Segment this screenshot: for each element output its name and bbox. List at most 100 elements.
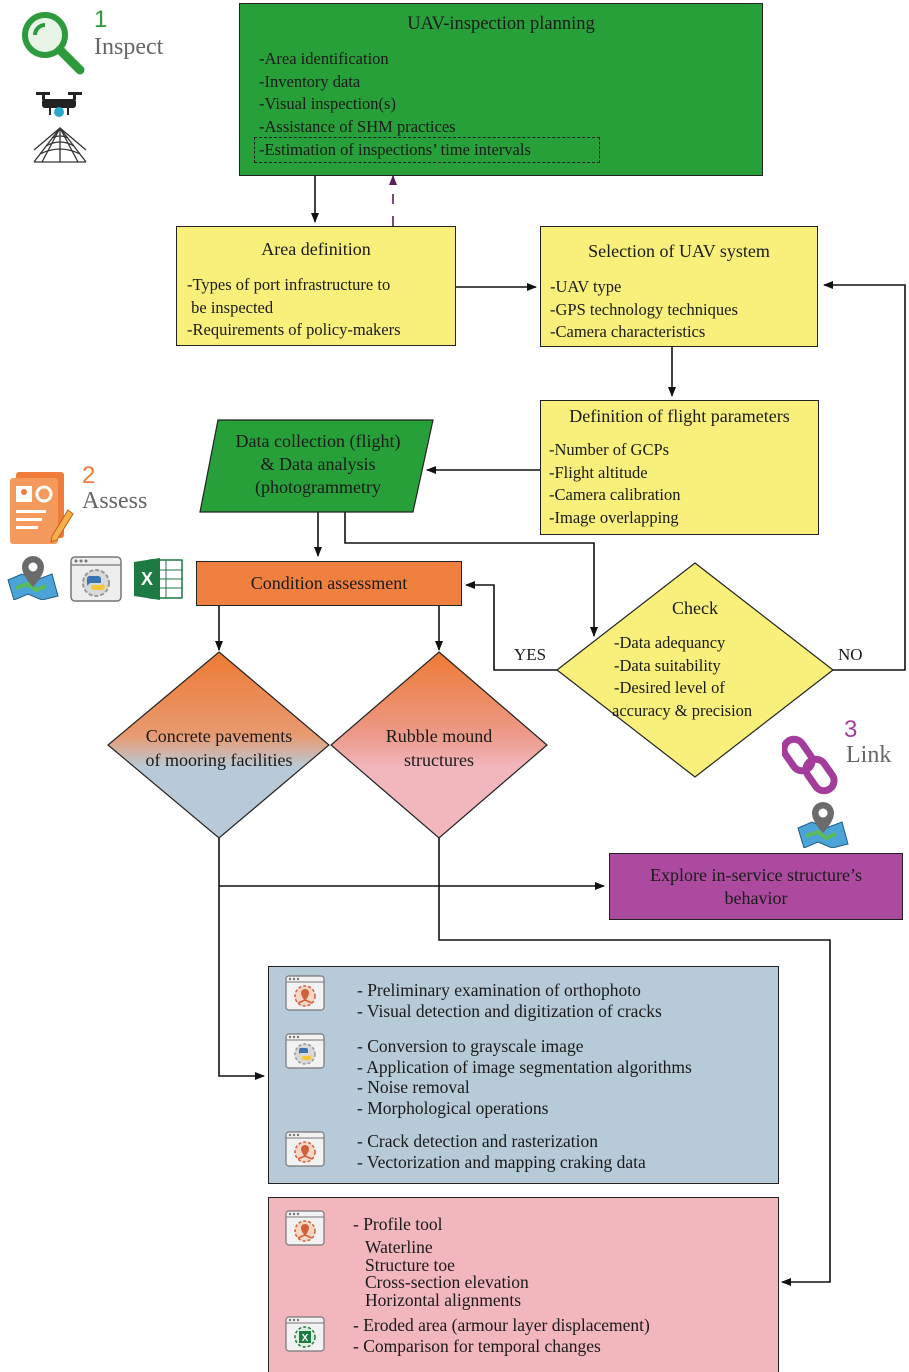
arrow-check-no-to-uav	[823, 281, 906, 671]
blue-item: - Conversion to grayscale image	[357, 1036, 584, 1056]
pink-item: - Comparison for temporal changes	[353, 1335, 601, 1356]
excel-icon: X	[285, 1316, 325, 1352]
blue-group-3: - Crack detection and rasterization - Ve…	[357, 1131, 646, 1172]
arrow-concrete-to-blue-panel	[218, 838, 265, 1080]
concrete-processing-panel: - Preliminary examination of orthophoto …	[268, 966, 779, 1184]
area-items: -Types of port infrastructure to be insp…	[187, 274, 401, 342]
planning-item: -Visual inspection(s)	[259, 94, 396, 113]
profile-subitem: Horizontal alignments	[365, 1289, 522, 1310]
blue-group-2: - Conversion to grayscale image - Applic…	[357, 1036, 692, 1118]
area-item: -Requirements of policy-makers	[187, 320, 401, 339]
profile-tool-title: - Profile tool	[353, 1214, 443, 1234]
area-item: -Types of port infrastructure to	[187, 275, 391, 294]
uav-box: Selection of UAV system -UAV type -GPS t…	[540, 226, 818, 347]
step-assess: 2 Assess X	[6, 460, 196, 610]
area-item: be inspected	[187, 297, 274, 317]
check-items: -Data adequancy -Data suitability -Desir…	[612, 632, 753, 722]
profile-subitem: Cross-section elevation	[365, 1272, 529, 1292]
uav-item: -Camera characteristics	[550, 322, 706, 341]
flight-item: -Camera calibration	[549, 485, 681, 504]
collection-line: (photogrammetry	[255, 477, 381, 497]
map-pin-icon	[7, 556, 59, 600]
check-item: -Data adequancy	[614, 633, 726, 652]
blue-item: - Morphological operations	[357, 1097, 549, 1118]
blue-item: - Crack detection and rasterization	[357, 1131, 599, 1151]
profile-subitems: Waterline Structure toe Cross-section el…	[365, 1237, 529, 1310]
uav-items: -UAV type -GPS technology techniques -Ca…	[550, 276, 738, 344]
rubble-line: structures	[404, 750, 474, 770]
step-label-link: Link	[846, 742, 892, 768]
svg-text:X: X	[141, 569, 153, 589]
step-number-3: 3	[844, 716, 858, 743]
planning-item: -Assistance of SHM practices	[259, 116, 456, 136]
blue-group-1: - Preliminary examination of orthophoto …	[357, 980, 662, 1021]
step-label-inspect: Inspect	[94, 34, 164, 60]
check-item: accuracy & precision	[612, 700, 753, 720]
check-item: -Data suitability	[614, 655, 721, 675]
python-script-icon	[285, 1033, 325, 1069]
gis-tool-icon	[285, 1210, 325, 1246]
condition-title: Condition assessment	[250, 573, 408, 593]
rubble-diamond	[330, 651, 548, 839]
blue-item: - Vectorization and mapping craking data	[357, 1151, 646, 1172]
rubble-processing-panel: - Profile tool Waterline Structure toe C…	[268, 1197, 779, 1372]
uav-title: Selection of UAV system	[588, 241, 770, 261]
planning-item: -Area identification	[259, 49, 389, 68]
explore-line: behavior	[724, 888, 788, 908]
flight-item: -Image overlapping	[549, 507, 679, 527]
step-label-assess: Assess	[82, 488, 148, 514]
gis-tool-icon	[285, 1131, 325, 1167]
area-title: Area definition	[261, 239, 371, 259]
planning-title: UAV-inspection planning	[407, 14, 595, 34]
report-icon	[10, 472, 74, 544]
step-inspect: 1 Inspect	[18, 4, 188, 164]
pink-item: - Eroded area (armour layer displacement…	[353, 1315, 650, 1335]
gis-tool-icon	[285, 975, 325, 1011]
planning-box: UAV-inspection planning -Area identifica…	[239, 3, 763, 176]
planning-items: -Area identification -Inventory data -Vi…	[259, 48, 456, 138]
collection-text: Data collection (flight) & Data analysis…	[212, 430, 424, 499]
step-number-2: 2	[82, 462, 96, 489]
area-box: Area definition -Types of port infrastru…	[176, 226, 456, 346]
explore-line: Explore in-service structure’s	[650, 865, 862, 885]
blue-item: - Visual detection and digitization of c…	[357, 1000, 662, 1021]
step-link: 3 Link	[776, 716, 906, 850]
flight-box: Definition of flight parameters -Number …	[540, 400, 819, 535]
check-no-label: NO	[838, 645, 863, 664]
arrow-rubble-to-pink-panel	[438, 838, 831, 1286]
flight-item: -Number of GCPs	[549, 440, 670, 459]
check-title: Check	[672, 598, 718, 618]
uav-item: -GPS technology techniques	[550, 299, 738, 319]
check-yes-label: YES	[514, 645, 547, 664]
concrete-text: Concrete pavements of mooring facilities	[118, 724, 320, 772]
python-script-icon	[70, 556, 122, 602]
condition-box: Condition assessment	[196, 561, 462, 606]
uav-item: -UAV type	[550, 277, 622, 296]
svg-text:X: X	[302, 1333, 309, 1344]
step-number-1: 1	[94, 6, 108, 33]
blue-item: - Application of image segmentation algo…	[357, 1056, 692, 1077]
arrow-check-yes-to-condition	[465, 581, 558, 671]
drone-icon	[36, 92, 82, 117]
rubble-line: Rubble mound	[385, 726, 493, 746]
web-mesh-icon	[33, 126, 87, 163]
explore-text: Explore in-service structure’s behavior	[610, 864, 902, 910]
flight-item: -Flight altitude	[549, 462, 648, 482]
concrete-diamond	[107, 651, 330, 839]
arrow-collection-to-check	[344, 512, 598, 637]
check-item: -Desired level of	[614, 678, 725, 697]
blue-item: - Noise removal	[357, 1077, 470, 1097]
planning-item-highlighted: -Estimation of inspections’ time interva…	[254, 137, 600, 163]
rubble-text: Rubble mound structures	[350, 724, 528, 772]
excel-icon: X	[134, 558, 183, 600]
planning-item: -Inventory data	[259, 71, 361, 91]
collection-line: Data collection (flight)	[235, 431, 401, 451]
collection-line: & Data analysis	[260, 454, 376, 474]
concrete-line: Concrete pavements	[145, 726, 293, 746]
profile-subitem: Waterline	[365, 1237, 433, 1257]
flight-items: -Number of GCPs -Flight altitude -Camera…	[549, 439, 680, 529]
chain-link-icon	[782, 735, 838, 795]
magnifier-icon	[22, 12, 85, 75]
explore-box: Explore in-service structure’s behavior	[609, 853, 903, 920]
